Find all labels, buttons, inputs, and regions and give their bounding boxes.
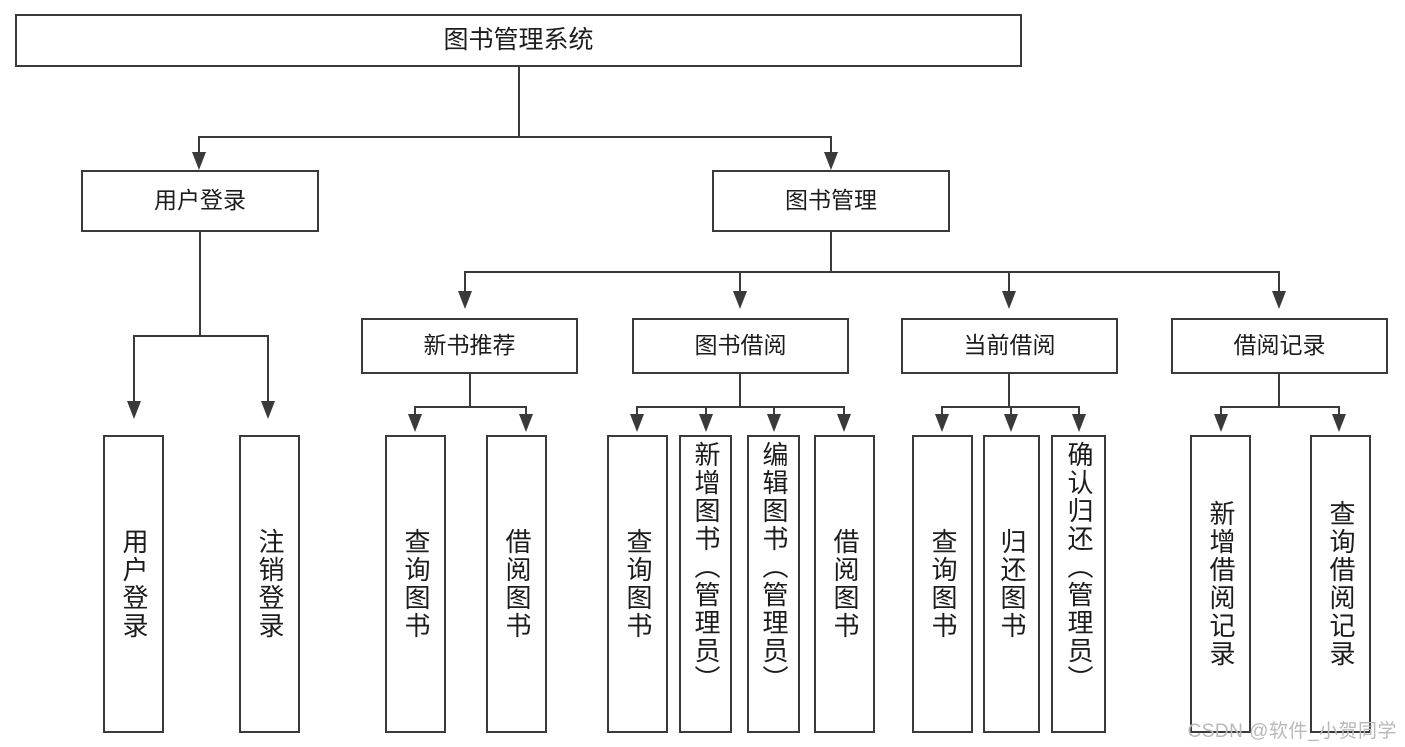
connector-to-new-book (464, 271, 466, 297)
connector-book-manage-stem (830, 232, 832, 272)
node-label: 借阅图书 (502, 528, 533, 640)
connector-borrow-record-bar (1220, 406, 1340, 408)
connector-book-borrow-stem (739, 374, 741, 407)
node-label: 借阅记录 (1233, 332, 1326, 359)
node-label: 图书管理系统 (443, 25, 594, 54)
node-user-login[interactable]: 用户登录 (81, 170, 319, 232)
node-label: 用户登录 (119, 528, 150, 640)
node-label: 图书借阅 (694, 332, 787, 359)
arrowhead-book-manage (824, 152, 838, 170)
connector-to-borrow-record (1278, 271, 1280, 297)
node-leaf-return-book[interactable]: 归还图书 (983, 435, 1040, 733)
arrowhead-new-book-recommend (458, 291, 472, 309)
node-leaf-confirm-return[interactable]: 确认归还（管理员） (1051, 435, 1106, 733)
node-leaf-query-book-2[interactable]: 查询图书 (607, 435, 668, 733)
node-current-borrow[interactable]: 当前借阅 (901, 318, 1118, 374)
arrowhead-leaf-borrow-book-2 (837, 414, 851, 432)
node-leaf-query-book-1[interactable]: 查询图书 (385, 435, 446, 733)
node-leaf-add-record[interactable]: 新增借阅记录 (1190, 435, 1251, 733)
node-leaf-logout-login[interactable]: 注销登录 (239, 435, 300, 733)
connector-user-login-bar (133, 335, 269, 337)
arrowhead-leaf-query-book-2 (630, 414, 644, 432)
node-book-borrow[interactable]: 图书借阅 (632, 318, 849, 374)
connector-user-login-left (133, 335, 135, 407)
connector-borrow-record-stem (1278, 374, 1280, 407)
arrowhead-leaf-add-book (699, 414, 713, 432)
node-label: 查询借阅记录 (1326, 500, 1357, 668)
connector-to-current-borrow (1008, 271, 1010, 297)
node-label: 借阅图书 (830, 528, 861, 640)
node-label: 查询图书 (401, 528, 432, 640)
node-leaf-add-book[interactable]: 新增图书（管理员） (679, 435, 732, 733)
connector-book-borrow-bar (636, 406, 845, 408)
connector-new-book-stem (469, 374, 471, 407)
arrowhead-leaf-query-book-3 (935, 414, 949, 432)
node-root-system[interactable]: 图书管理系统 (15, 14, 1022, 67)
node-label: 归还图书 (997, 528, 1028, 640)
node-leaf-borrow-book-2[interactable]: 借阅图书 (814, 435, 875, 733)
connector-root-to-user-login (198, 136, 200, 158)
node-book-manage[interactable]: 图书管理 (712, 170, 950, 232)
arrowhead-leaf-return-book (1004, 414, 1018, 432)
node-label: 新增借阅记录 (1206, 500, 1237, 668)
arrowhead-leaf-query-record (1332, 414, 1346, 432)
connector-root-bar (198, 136, 832, 138)
connector-root-to-book-manage (830, 136, 832, 158)
arrowhead-leaf-user-login (127, 401, 141, 419)
connector-current-borrow-stem (1008, 374, 1010, 407)
node-label: 新书推荐 (423, 332, 516, 359)
arrowhead-user-login (192, 152, 206, 170)
node-label: 当前借阅 (963, 332, 1056, 359)
node-borrow-record[interactable]: 借阅记录 (1171, 318, 1388, 374)
node-new-book-recommend[interactable]: 新书推荐 (361, 318, 578, 374)
arrowhead-leaf-confirm-return (1072, 414, 1086, 432)
arrowhead-leaf-query-book-1 (408, 414, 422, 432)
node-label: 图书管理 (785, 187, 877, 214)
node-label: 用户登录 (154, 187, 246, 214)
arrowhead-borrow-record (1272, 291, 1286, 309)
connector-book-manage-bar (464, 271, 1280, 273)
arrowhead-leaf-borrow-book-1 (519, 414, 533, 432)
node-leaf-edit-book[interactable]: 编辑图书（管理员） (747, 435, 800, 733)
node-leaf-query-record[interactable]: 查询借阅记录 (1310, 435, 1371, 733)
connector-root-stem (518, 67, 520, 137)
node-label: 查询图书 (928, 528, 959, 640)
node-label: 注销登录 (255, 528, 286, 640)
connector-user-login-stem (199, 232, 201, 336)
node-label: 查询图书 (623, 528, 654, 640)
arrowhead-leaf-add-record (1214, 414, 1228, 432)
node-leaf-borrow-book-1[interactable]: 借阅图书 (486, 435, 547, 733)
node-leaf-query-book-3[interactable]: 查询图书 (912, 435, 973, 733)
connector-user-login-right (267, 335, 269, 407)
connector-new-book-bar (414, 406, 527, 408)
arrowhead-leaf-logout-login (261, 401, 275, 419)
csdn-watermark: CSDN @软件_小贺同学 (1187, 721, 1397, 742)
node-label: 新增图书（管理员） (691, 441, 722, 693)
arrowhead-book-borrow (733, 291, 747, 309)
node-leaf-user-login[interactable]: 用户登录 (103, 435, 164, 733)
connector-to-book-borrow (739, 271, 741, 297)
arrowhead-current-borrow (1002, 291, 1016, 309)
node-label: 编辑图书（管理员） (759, 441, 790, 693)
node-label: 确认归还（管理员） (1064, 441, 1095, 693)
arrowhead-leaf-edit-book (767, 414, 781, 432)
